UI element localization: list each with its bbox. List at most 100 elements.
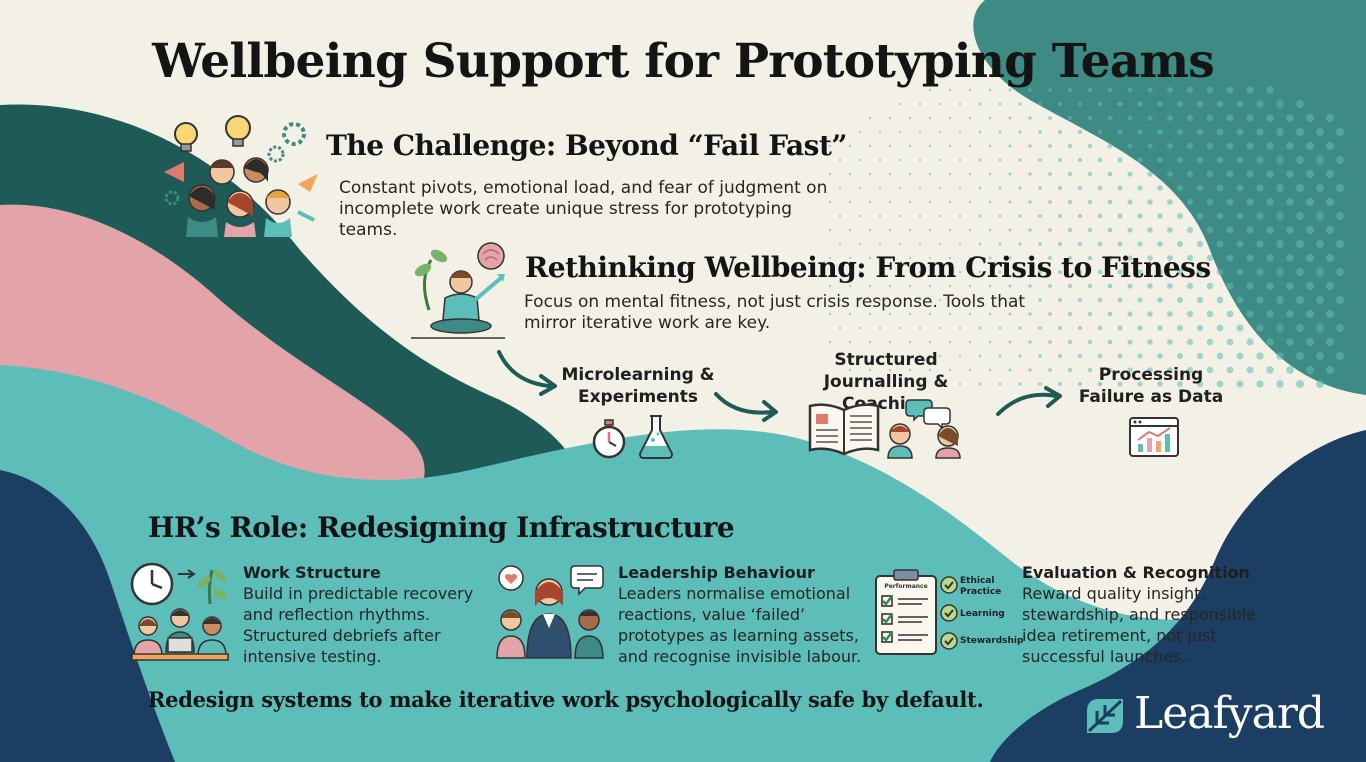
decor-dot — [1097, 381, 1103, 387]
decor-dot — [1127, 199, 1133, 205]
decor-dot — [1157, 269, 1163, 275]
check-circle-icon — [940, 632, 958, 650]
decor-dot — [1186, 310, 1194, 318]
decor-dot — [1196, 296, 1204, 304]
decor-dot — [1226, 338, 1234, 346]
decor-dot — [1058, 102, 1062, 106]
decor-dot — [1157, 241, 1163, 247]
decor-dot — [958, 298, 962, 302]
decor-dot — [848, 312, 852, 316]
decor-dot — [1087, 171, 1093, 177]
decor-dot — [1186, 86, 1194, 94]
decor-dot — [1127, 171, 1133, 177]
decor-dot — [1127, 255, 1133, 261]
decor-dot — [1157, 101, 1163, 107]
decor-dot — [1067, 171, 1073, 177]
decor-dot — [998, 130, 1002, 134]
decor-dot — [1336, 324, 1344, 332]
decor-dot — [908, 116, 912, 120]
decor-dot — [928, 116, 932, 120]
decor-dot — [988, 144, 992, 148]
decor-dot — [1147, 87, 1153, 93]
decor-dot — [898, 354, 902, 358]
decor-dot — [978, 382, 982, 386]
decor-dot — [1226, 142, 1234, 150]
decor-dot — [928, 172, 932, 176]
decor-dot — [1196, 128, 1204, 136]
decor-dot — [1206, 142, 1214, 150]
decor-dot — [968, 312, 972, 316]
decor-dot — [828, 312, 832, 316]
decor-dot — [968, 368, 972, 372]
decor-dot — [1167, 171, 1173, 177]
decor-dot — [988, 340, 992, 344]
leadership-body: Leaders normalise emotional reactions, v… — [618, 584, 862, 666]
decor-dot — [938, 354, 942, 358]
decor-dot — [1008, 340, 1012, 344]
decor-dot — [958, 382, 962, 386]
decor-dot — [1038, 102, 1042, 106]
check-stewardship: Stewardship — [960, 636, 1024, 646]
decor-dot — [1018, 214, 1022, 218]
decor-dot — [858, 214, 862, 218]
decor-dot — [1028, 256, 1032, 260]
decor-dot — [1256, 352, 1264, 360]
decor-dot — [908, 256, 912, 260]
decor-dot — [1147, 171, 1153, 177]
decor-dot — [1186, 170, 1194, 178]
decor-dot — [1206, 198, 1214, 206]
decor-dot — [1008, 256, 1012, 260]
decor-dot — [1216, 380, 1224, 388]
decor-dot — [1127, 283, 1133, 289]
decor-dot — [1296, 240, 1304, 248]
open-book-icon — [808, 403, 880, 456]
decor-dot — [1127, 339, 1133, 345]
decor-dot — [1246, 310, 1254, 318]
decor-dot — [938, 130, 942, 134]
decor-dot — [908, 340, 912, 344]
decor-dot — [1326, 310, 1334, 318]
decor-dot — [898, 214, 902, 218]
decor-dot — [1177, 325, 1183, 331]
decor-dot — [1266, 142, 1274, 150]
decor-dot — [1326, 226, 1334, 234]
decor-dot — [1336, 212, 1344, 220]
decor-dot — [1316, 212, 1324, 220]
flow-step-microlearning: Microlearning & Experiments — [561, 365, 715, 407]
decor-dot — [1038, 214, 1042, 218]
decor-dot — [848, 368, 852, 372]
decor-dot — [898, 242, 902, 246]
decor-dot — [1186, 114, 1194, 122]
decor-dot — [988, 368, 992, 372]
decor-dot — [1008, 368, 1012, 372]
decor-dot — [1028, 312, 1032, 316]
decor-dot — [958, 158, 962, 162]
decor-dot — [878, 298, 882, 302]
leader-team-icon — [496, 565, 604, 659]
decor-dot — [1117, 241, 1123, 247]
decor-dot — [1127, 115, 1133, 121]
decor-dot — [1067, 199, 1073, 205]
decor-dot — [1236, 100, 1244, 108]
decor-dot — [1077, 185, 1083, 191]
decor-dot — [1018, 270, 1022, 274]
decor-dot — [888, 312, 892, 316]
decor-dot — [1028, 340, 1032, 344]
decor-dot — [1186, 226, 1194, 234]
decor-dot — [1147, 283, 1153, 289]
decor-dot — [968, 144, 972, 148]
decor-dot — [1087, 143, 1093, 149]
decor-dot — [918, 298, 922, 302]
decor-dot — [1048, 88, 1052, 92]
decor-dot — [868, 368, 872, 372]
decor-dot — [918, 270, 922, 274]
flow-step-failure-data: Processing Failure as Data — [1078, 365, 1224, 407]
decor-dot — [878, 186, 882, 190]
decor-dot — [1206, 282, 1214, 290]
decor-dot — [1147, 227, 1153, 233]
decor-dot — [1018, 242, 1022, 246]
decor-dot — [1316, 268, 1324, 276]
decor-dot — [1008, 172, 1012, 176]
decor-dot — [1058, 270, 1062, 274]
decor-dot — [898, 270, 902, 274]
